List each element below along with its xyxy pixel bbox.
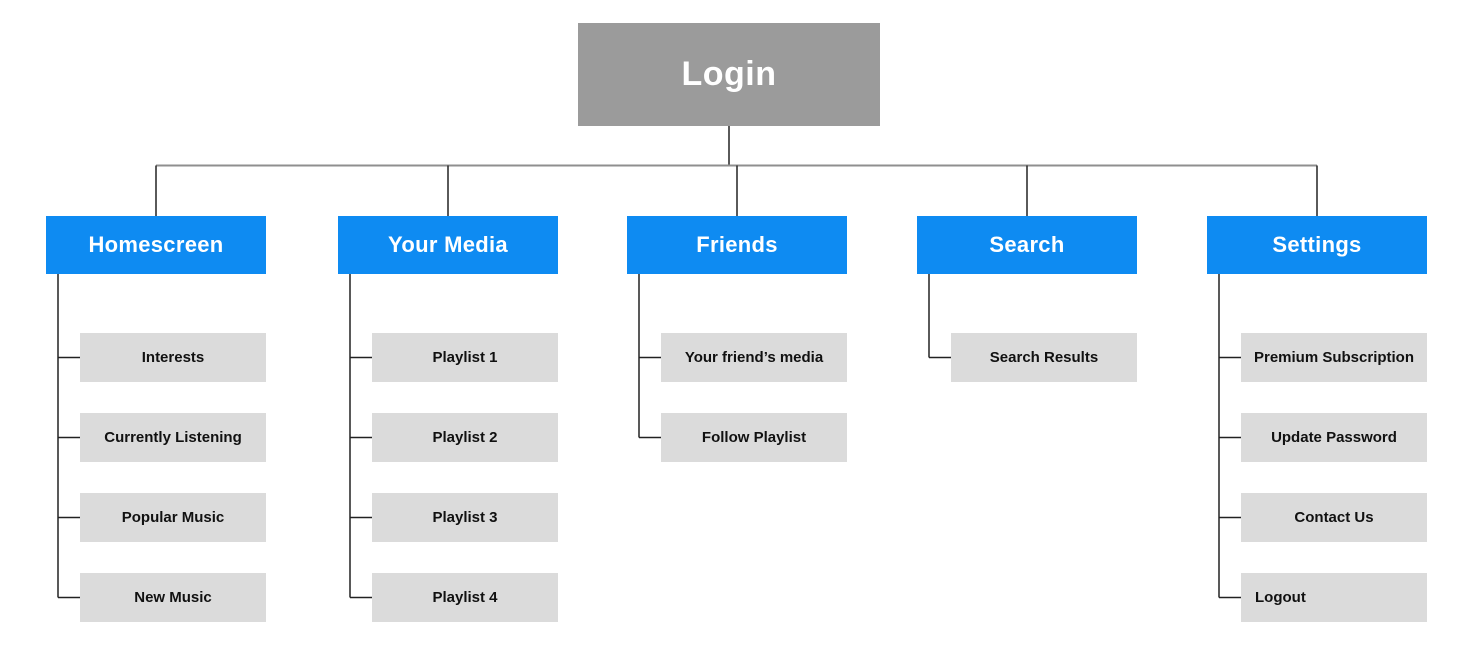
- node-premium-subscription: Premium Subscription: [1241, 333, 1427, 382]
- node-playlist-3: Playlist 3: [372, 493, 558, 542]
- node-login: Login: [578, 23, 880, 126]
- node-playlist-4: Playlist 4: [372, 573, 558, 622]
- node-search-results: Search Results: [951, 333, 1137, 382]
- node-currently-listening: Currently Listening: [80, 413, 266, 462]
- node-your-friend-s-media: Your friend’s media: [661, 333, 847, 382]
- node-homescreen: Homescreen: [46, 216, 266, 274]
- node-friends: Friends: [627, 216, 847, 274]
- node-follow-playlist: Follow Playlist: [661, 413, 847, 462]
- node-interests: Interests: [80, 333, 266, 382]
- node-contact-us: Contact Us: [1241, 493, 1427, 542]
- node-search: Search: [917, 216, 1137, 274]
- node-playlist-2: Playlist 2: [372, 413, 558, 462]
- node-popular-music: Popular Music: [80, 493, 266, 542]
- node-new-music: New Music: [80, 573, 266, 622]
- node-logout: Logout: [1241, 573, 1427, 622]
- node-update-password: Update Password: [1241, 413, 1427, 462]
- node-your-media: Your Media: [338, 216, 558, 274]
- node-settings: Settings: [1207, 216, 1427, 274]
- node-playlist-1: Playlist 1: [372, 333, 558, 382]
